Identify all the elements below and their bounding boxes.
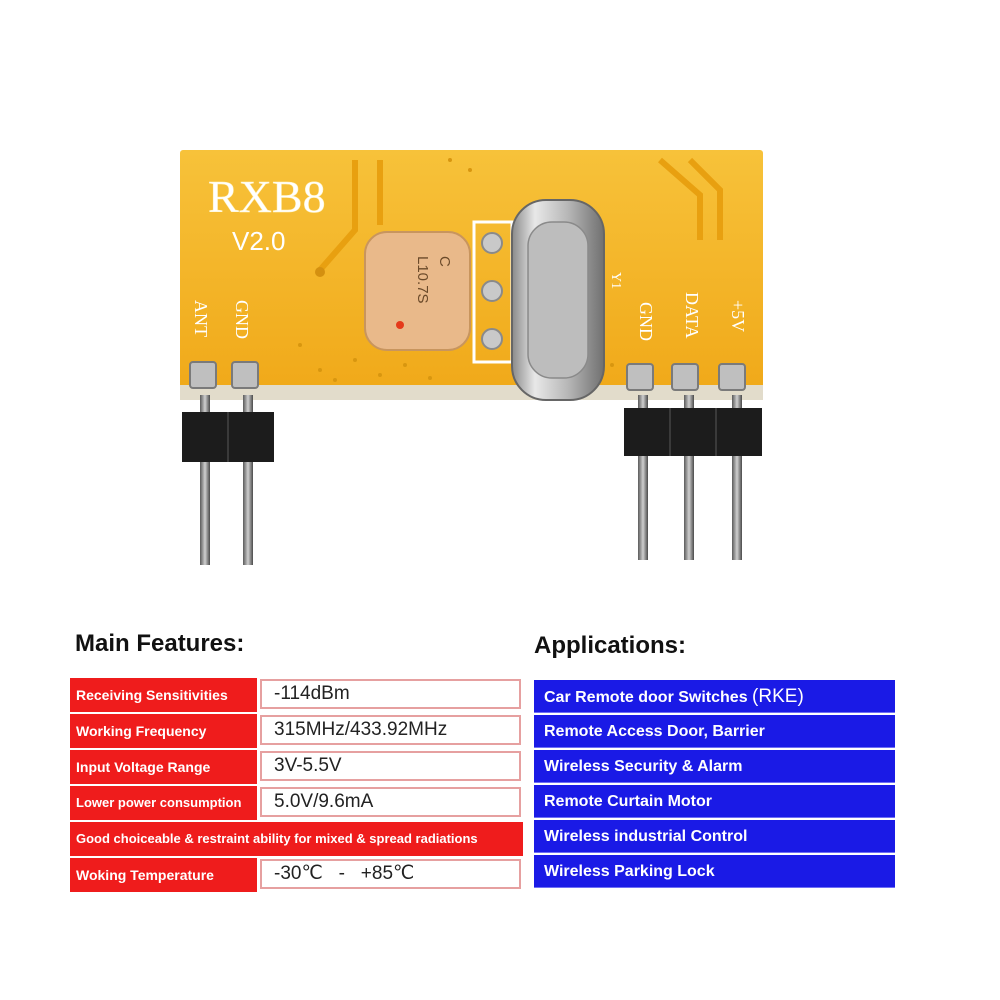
feature-value: -114dBm (260, 679, 521, 709)
feature-value: 5.0V/9.6mA (260, 787, 521, 817)
application-text: Remote Curtain Motor (544, 793, 712, 810)
filter-marking-2: C (436, 256, 453, 267)
model-label: RXB8 (208, 171, 326, 222)
feature-value: 315MHz/433.92MHz (260, 715, 521, 745)
pin-label-ant: ANT (191, 300, 211, 337)
feature-name: Woking Temperature (70, 858, 257, 892)
feature-row: Good choiceable & restraint ability for … (70, 822, 523, 856)
header-pins-right (624, 395, 762, 560)
product-photo: RXB8 V2.0 ANT GND GND DATA +5V Y1 L10.7S… (180, 150, 763, 565)
feature-value: 3V-5.5V (260, 751, 521, 781)
pin-label-gnd-right: GND (636, 302, 656, 341)
application-item: Wireless Parking Lock (534, 855, 895, 888)
pcb-board: RXB8 V2.0 ANT GND GND DATA +5V Y1 (180, 150, 763, 400)
application-item: Wireless Security & Alarm (534, 750, 895, 783)
application-item: Remote Access Door, Barrier (534, 715, 895, 748)
application-suffix: (RKE) (752, 686, 804, 707)
pin-pads (189, 361, 746, 391)
feature-row: Lower power consumption 5.0V/9.6mA (70, 786, 523, 820)
application-text: Remote Access Door, Barrier (544, 723, 765, 740)
applications-heading: Applications: (534, 632, 687, 659)
features-table: Receiving Sensitivities -114dBm Working … (70, 678, 523, 894)
feature-name: Good choiceable & restraint ability for … (70, 822, 523, 856)
application-item: Remote Curtain Motor (534, 785, 895, 818)
filter-marking: L10.7S (414, 256, 431, 304)
application-item: Car Remote door Switches (RKE) (534, 680, 895, 713)
feature-value: -30℃ - +85℃ (260, 859, 521, 889)
application-text: Wireless Security & Alarm (544, 758, 743, 775)
feature-name: Receiving Sensitivities (70, 678, 257, 712)
feature-row: Working Frequency 315MHz/433.92MHz (70, 714, 523, 748)
crystal-silk-label: Y1 (608, 272, 623, 289)
feature-row: Receiving Sensitivities -114dBm (70, 678, 523, 712)
pin-label-gnd-left: GND (232, 300, 252, 339)
feature-name: Lower power consumption (70, 786, 257, 820)
applications-list: Car Remote door Switches (RKE) Remote Ac… (534, 680, 895, 890)
feature-row: Woking Temperature -30℃ - +85℃ (70, 858, 523, 892)
pin-label-5v: +5V (728, 300, 748, 332)
version-label: V2.0 (232, 226, 286, 256)
crystal-oscillator (511, 199, 605, 401)
feature-name: Working Frequency (70, 714, 257, 748)
application-item: Wireless industrial Control (534, 820, 895, 853)
features-heading: Main Features: (75, 630, 245, 657)
feature-row: Input Voltage Range 3V-5.5V (70, 750, 523, 784)
application-text: Wireless industrial Control (544, 828, 748, 845)
feature-name: Input Voltage Range (70, 750, 257, 784)
application-text: Wireless Parking Lock (544, 863, 715, 880)
ceramic-filter: L10.7S C (364, 231, 471, 351)
pin-label-data: DATA (682, 292, 702, 339)
header-pins-left (182, 395, 274, 565)
application-text: Car Remote door Switches (544, 689, 753, 706)
